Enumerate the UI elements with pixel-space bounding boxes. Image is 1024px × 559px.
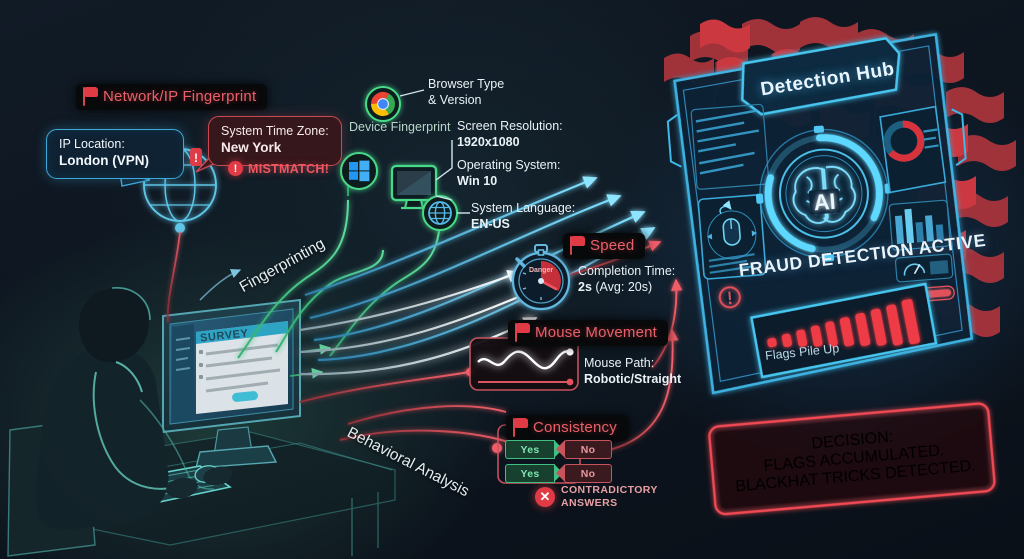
timezone-key: System Time Zone: (221, 124, 329, 138)
chrome-icon (365, 86, 401, 122)
screen-resolution-info: Screen Resolution: 1920x1080 (457, 119, 563, 150)
device-fingerprint-label: Device Fingerprint (349, 120, 451, 134)
network-chip-label: Network/IP Fingerprint (103, 88, 257, 105)
exclamation-circle-icon: ! (228, 161, 243, 176)
system-language-info: System Language: EN-US (471, 201, 576, 232)
red-flag-icon (83, 87, 98, 106)
stopwatch-icon: Danger (511, 244, 571, 311)
monitor-icon (390, 164, 438, 210)
answer-no-2: No (556, 463, 612, 483)
red-flag-icon (570, 236, 585, 255)
consistency-flag-chip: Consistency (506, 415, 628, 441)
svg-text:AI: AI (813, 189, 837, 216)
detection-hub-art: AI (664, 17, 1016, 516)
consistency-row-2: Yes No (505, 463, 612, 483)
svg-text:!: ! (194, 151, 198, 165)
mouse-flag-chip: Mouse Movement (508, 320, 669, 346)
consistency-rows: Yes No Yes No (505, 439, 612, 483)
ip-location-value: London (VPN) (59, 152, 149, 168)
mismatch-badge: ! MISTMATCH! (228, 161, 329, 176)
browser-type-label: Browser Type & Version (428, 77, 505, 108)
gauge-icon (894, 253, 954, 283)
answer-yes-1: Yes (505, 439, 563, 459)
fraud-alert-icon (718, 286, 741, 309)
mouse-chip-label: Mouse Movement (535, 324, 658, 341)
operating-system-info: Operating System: Win 10 (457, 158, 561, 189)
consistency-chip-label: Consistency (533, 419, 617, 436)
mouse-path-graph (469, 337, 579, 391)
timezone-value: New York (221, 139, 282, 155)
red-flag-icon (513, 418, 528, 437)
network-flag-chip: Network/IP Fingerprint (76, 84, 268, 110)
answer-yes-2: Yes (505, 463, 563, 483)
red-flag-icon (515, 323, 530, 342)
bar-chart-icon (888, 199, 951, 251)
completion-time-info: Completion Time: 2s (Avg: 20s) (578, 264, 676, 295)
ip-location-key: IP Location: (59, 137, 125, 151)
x-circle-icon: ✕ (535, 487, 555, 508)
speed-flag-chip: Speed (563, 233, 646, 259)
speed-chip-label: Speed (590, 237, 635, 254)
desk-scene (7, 287, 396, 557)
windows-icon (340, 152, 378, 190)
mouse-tracking-icon (697, 194, 767, 280)
svg-text:Danger: Danger (529, 267, 553, 274)
timezone-alert-marker: ! (190, 148, 202, 166)
flags-meter (750, 282, 938, 379)
mismatch-label: MISTMATCH! (248, 161, 330, 176)
consistency-node-dot (492, 443, 502, 453)
language-globe-icon (422, 195, 458, 231)
mouse-path-info: Mouse Path: Robotic/Straight (584, 356, 682, 387)
timezone-bubble: System Time Zone: New York (208, 116, 342, 166)
consistency-row-1: Yes No (505, 439, 612, 459)
ai-brain-module: AI (755, 125, 892, 262)
hub-text-lines (695, 109, 760, 175)
answer-no-1: No (556, 439, 612, 459)
ip-location-bubble: IP Location: London (VPN) (46, 129, 184, 179)
